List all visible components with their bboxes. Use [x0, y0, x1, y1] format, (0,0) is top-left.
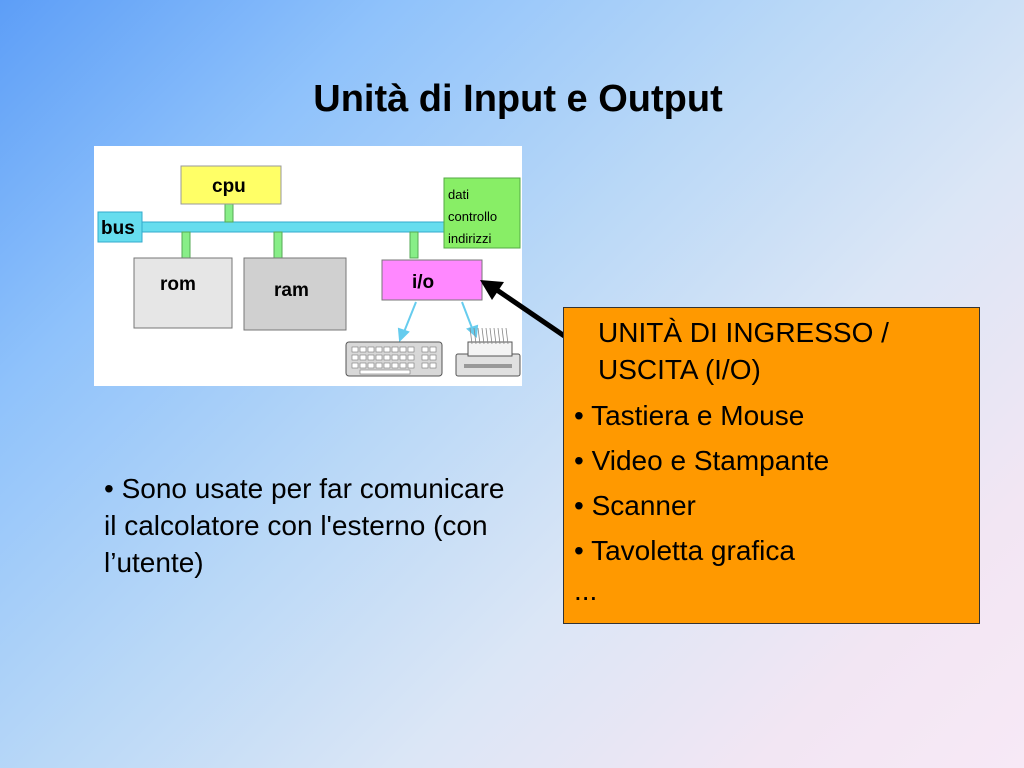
cpu-connector	[225, 204, 233, 222]
bus-legend-address: indirizzi	[448, 231, 491, 246]
ram-label: ram	[274, 280, 309, 301]
io-label: i/o	[412, 272, 434, 293]
io-units-box: UNITÀ DI INGRESSO / USCITA (I/O) • Tasti…	[563, 307, 980, 624]
computer-architecture-diagram: bus cpu dati controllo indirizzi rom ram…	[94, 146, 522, 386]
bus-legend-control: controllo	[448, 209, 497, 224]
io-unit-item: • Video e Stampante	[574, 438, 969, 483]
io-unit-item: • Tavoletta grafica	[574, 528, 969, 573]
system-bus	[142, 222, 446, 232]
cpu-label: cpu	[212, 176, 246, 197]
keyboard-icon	[346, 342, 442, 376]
io-unit-more: ...	[574, 573, 969, 609]
rom-label: rom	[160, 274, 196, 295]
rom-connector	[182, 232, 190, 258]
arrow-to-keyboard	[399, 302, 416, 340]
ram-connector	[274, 232, 282, 258]
bus-label: bus	[101, 218, 135, 239]
slide-title: Unità di Input e Output	[0, 78, 1024, 121]
io-connector	[410, 232, 418, 258]
io-units-heading: UNITÀ DI INGRESSO / USCITA (I/O)	[574, 314, 969, 388]
description-text: • Sono usate per far comunicare il calco…	[104, 470, 524, 581]
io-unit-item: • Scanner	[574, 483, 969, 528]
bus-legend-data: dati	[448, 187, 469, 202]
io-unit-item: • Tastiera e Mouse	[574, 393, 969, 438]
